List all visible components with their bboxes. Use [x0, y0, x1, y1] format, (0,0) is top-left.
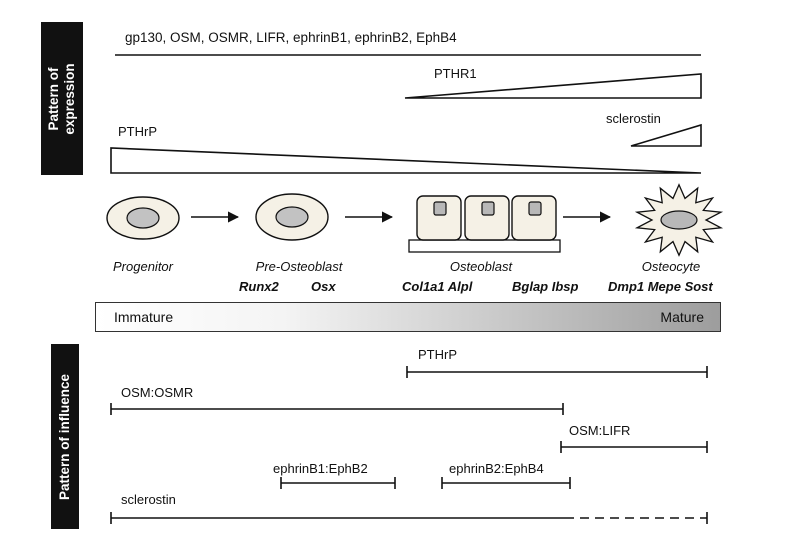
pthr1-wedge [404, 73, 702, 99]
osteocyte-cell [634, 183, 724, 257]
osm-lifr-label: OSM:LIFR [569, 423, 631, 438]
stage-osteoblast: Osteoblast [449, 259, 513, 274]
expression-side-label: Pattern of expression [41, 22, 83, 175]
immature-label: Immature [114, 309, 174, 325]
pre-osteoblast-cell [255, 193, 329, 241]
stage-pre-osteoblast: Pre-Osteoblast [255, 259, 343, 274]
pthrp-expression-label: PTHrP [118, 124, 157, 139]
ephrinb1-ephb2-influence-range [280, 477, 396, 489]
maturity-gradient-bar: Immature Mature [95, 302, 721, 332]
marker-osx: Osx [311, 279, 336, 294]
marker-col1a1-alpl: Col1a1 Alpl [402, 279, 473, 294]
ephrinb2-ephb4-influence-range [441, 477, 571, 489]
ephrinb1-ephb2-label: ephrinB1:EphB2 [273, 461, 368, 476]
sclerostin-expression-label: sclerostin [606, 111, 661, 126]
sclerostin-influence-label: sclerostin [121, 492, 176, 507]
sclerostin-wedge [630, 123, 702, 147]
osm-lifr-influence-range [560, 441, 708, 453]
progenitor-cell [106, 196, 180, 240]
marker-dmp1-mepe-sost: Dmp1 Mepe Sost [608, 279, 713, 294]
constant-expression-genes: gp130, OSM, OSMR, LIFR, ephrinB1, ephrin… [125, 30, 457, 45]
ephrinb2-ephb4-label: ephrinB2:EphB4 [449, 461, 544, 476]
mature-label: Mature [660, 309, 704, 325]
stage-progenitor: Progenitor [113, 259, 173, 274]
pthrp-influence-label: PTHrP [418, 347, 457, 362]
osm-osmr-label: OSM:OSMR [121, 385, 194, 400]
pthrp-wedge [110, 147, 702, 174]
influence-side-label: Pattern of influence [51, 344, 79, 529]
sclerostin-influence-range [110, 512, 708, 524]
marker-runx2: Runx2 [239, 279, 279, 294]
osteoblast-cells [408, 195, 561, 253]
pthrp-influence-range [406, 366, 708, 378]
osm-osmr-influence-range [110, 403, 564, 415]
stage-osteocyte: Osteocyte [641, 259, 701, 274]
pthr1-label: PTHR1 [434, 66, 477, 81]
marker-bglap-ibsp: Bglap Ibsp [512, 279, 579, 294]
